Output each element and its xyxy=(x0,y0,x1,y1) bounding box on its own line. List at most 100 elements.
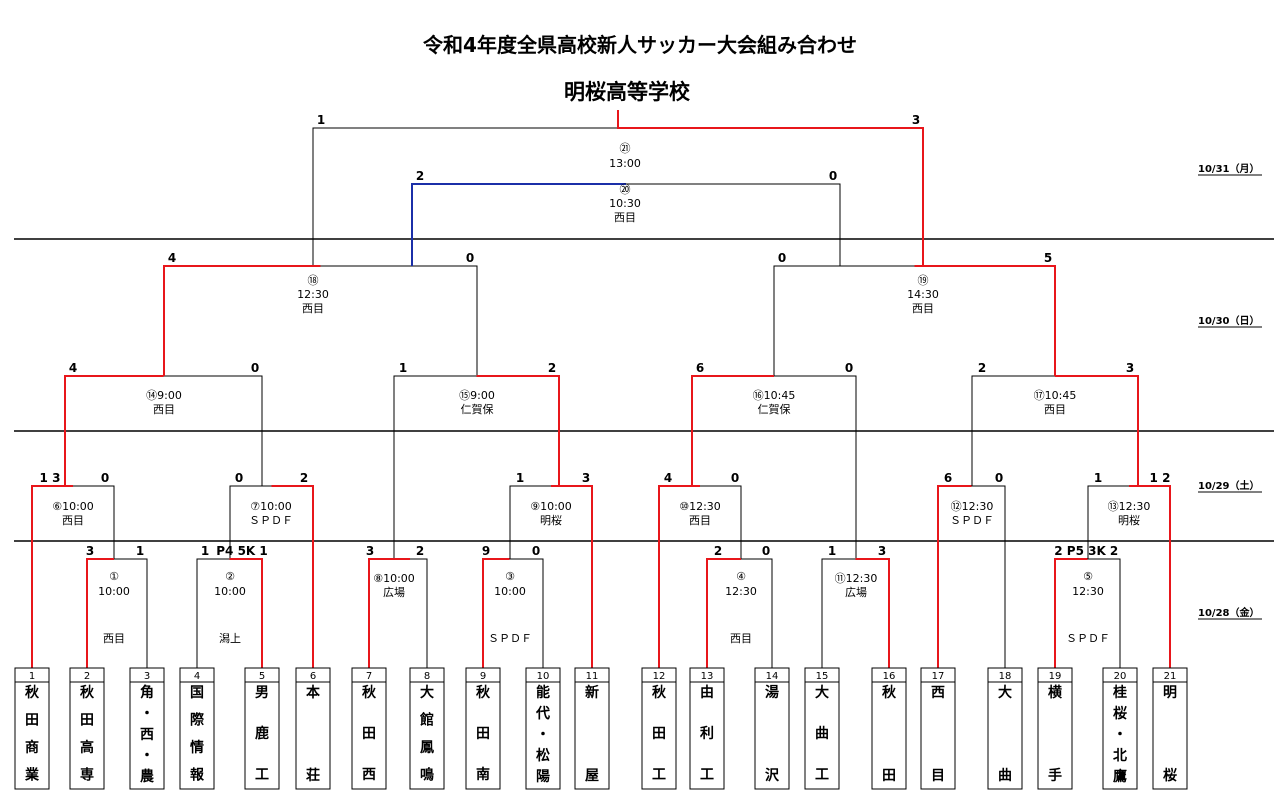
match-label: ㉑ xyxy=(620,142,631,155)
score-left: 1 xyxy=(201,544,209,558)
match-label: ⑭9:00 xyxy=(146,389,182,402)
winner-path xyxy=(551,485,593,668)
score-right: 0 xyxy=(762,544,770,558)
match-label: ⑰10:45 xyxy=(1034,389,1077,402)
team-name-char: 能 xyxy=(536,684,550,701)
bracket-labels: 10/31（月）10/30（日）10/29（土）10/28（金）①10:00西目… xyxy=(40,113,1260,645)
team-name-char: 西 xyxy=(140,727,154,743)
score-left: 4 xyxy=(69,361,77,375)
team-name-char: 松 xyxy=(536,747,550,764)
match-label: 仁賀保 xyxy=(461,402,494,416)
winner-path xyxy=(855,558,890,668)
team-number: 14 xyxy=(766,671,779,682)
team-name-char: 情 xyxy=(190,739,204,756)
team-name-char: 報 xyxy=(190,767,205,784)
match-label: ⑬12:30 xyxy=(1108,500,1151,513)
team-name-char: 田 xyxy=(25,713,39,729)
team-name-char: 田 xyxy=(80,713,94,729)
score-right: P4 5K 1 xyxy=(216,544,268,558)
score-right: 1 2 xyxy=(1150,471,1171,485)
score-left: 6 xyxy=(944,471,952,485)
match-label: ① xyxy=(109,570,119,583)
team-name-char: 湯 xyxy=(765,684,779,701)
team-name-char: 際 xyxy=(190,712,205,729)
score-left: 3 xyxy=(366,544,374,558)
team-name-char: 高 xyxy=(80,739,94,756)
team-name-cell xyxy=(14,681,50,790)
team-number: 15 xyxy=(816,671,829,682)
team-number: 3 xyxy=(144,671,150,682)
match-label: 西目 xyxy=(912,302,934,315)
match-label: ＳＰＤＦ xyxy=(950,514,994,527)
team-name-cell xyxy=(804,681,840,790)
match-label: 14:30 xyxy=(907,288,939,301)
team-name-cell xyxy=(1037,681,1073,790)
score-left: 6 xyxy=(696,361,704,375)
match-label: 12:30 xyxy=(1072,585,1104,598)
score-left: 1 xyxy=(317,113,325,127)
winner-path xyxy=(1129,485,1171,668)
team-name: 新屋 xyxy=(585,684,599,784)
team-name-char: 曲 xyxy=(998,767,1012,784)
score-left: 1 3 xyxy=(40,471,61,485)
team-name-char: 工 xyxy=(700,767,714,783)
bracket-line xyxy=(773,265,1056,376)
team-name-char: 代 xyxy=(535,705,550,722)
winner-path xyxy=(706,558,741,668)
team-name-char: 秋 xyxy=(476,684,491,701)
team-number: 9 xyxy=(480,671,486,682)
match-label: 西目 xyxy=(153,403,175,416)
match-label: 13:00 xyxy=(609,157,641,170)
score-right: 3 xyxy=(1126,361,1134,375)
team-number: 7 xyxy=(366,671,372,682)
team-name-cell xyxy=(69,681,105,790)
date-label: 10/31（月） xyxy=(1198,162,1259,175)
team-name: 能代・松陽 xyxy=(535,684,550,785)
score-right: 0 xyxy=(251,361,259,375)
winner-path xyxy=(1055,375,1139,486)
team-name: 秋田高専 xyxy=(80,684,95,784)
team-6: 6本荘 xyxy=(295,667,331,790)
match-label: 10:00 xyxy=(494,585,526,598)
score-right: 0 xyxy=(466,251,474,265)
team-name-cell xyxy=(574,681,610,790)
score-left: 2 xyxy=(416,169,424,183)
winner-path xyxy=(411,183,626,266)
match-label: 広場 xyxy=(845,586,867,599)
winner-path xyxy=(163,265,321,376)
team-number: 18 xyxy=(999,671,1012,682)
match-label: 仁賀保 xyxy=(758,402,791,416)
score-left: 2 xyxy=(978,361,986,375)
team-name-char: 専 xyxy=(80,767,94,784)
score-left: 3 xyxy=(86,544,94,558)
team-name-char: 桜 xyxy=(1163,767,1177,784)
team-name-cell xyxy=(920,681,956,790)
match-label: 西目 xyxy=(1044,403,1066,416)
match-label: ⑩12:30 xyxy=(679,500,721,513)
team-number: 2 xyxy=(84,671,90,682)
team-name-char: 館 xyxy=(419,712,434,729)
team-name-char: 西 xyxy=(931,685,945,701)
team-name: 秋田商業 xyxy=(24,684,40,784)
team-number: 21 xyxy=(1164,671,1177,682)
team-number: 17 xyxy=(932,671,945,682)
team-name-char: 目 xyxy=(931,768,945,784)
match-label: 明桜 xyxy=(540,513,562,527)
team-name: 明桜 xyxy=(1163,685,1177,784)
score-right: 2 xyxy=(1110,544,1118,558)
team-name-cell xyxy=(689,681,725,790)
match-label: ⑧10:00 xyxy=(373,572,415,585)
winner-path xyxy=(914,265,1056,376)
team-2: 2 秋田高専 xyxy=(69,667,105,790)
team-name: 西目 xyxy=(931,685,945,784)
